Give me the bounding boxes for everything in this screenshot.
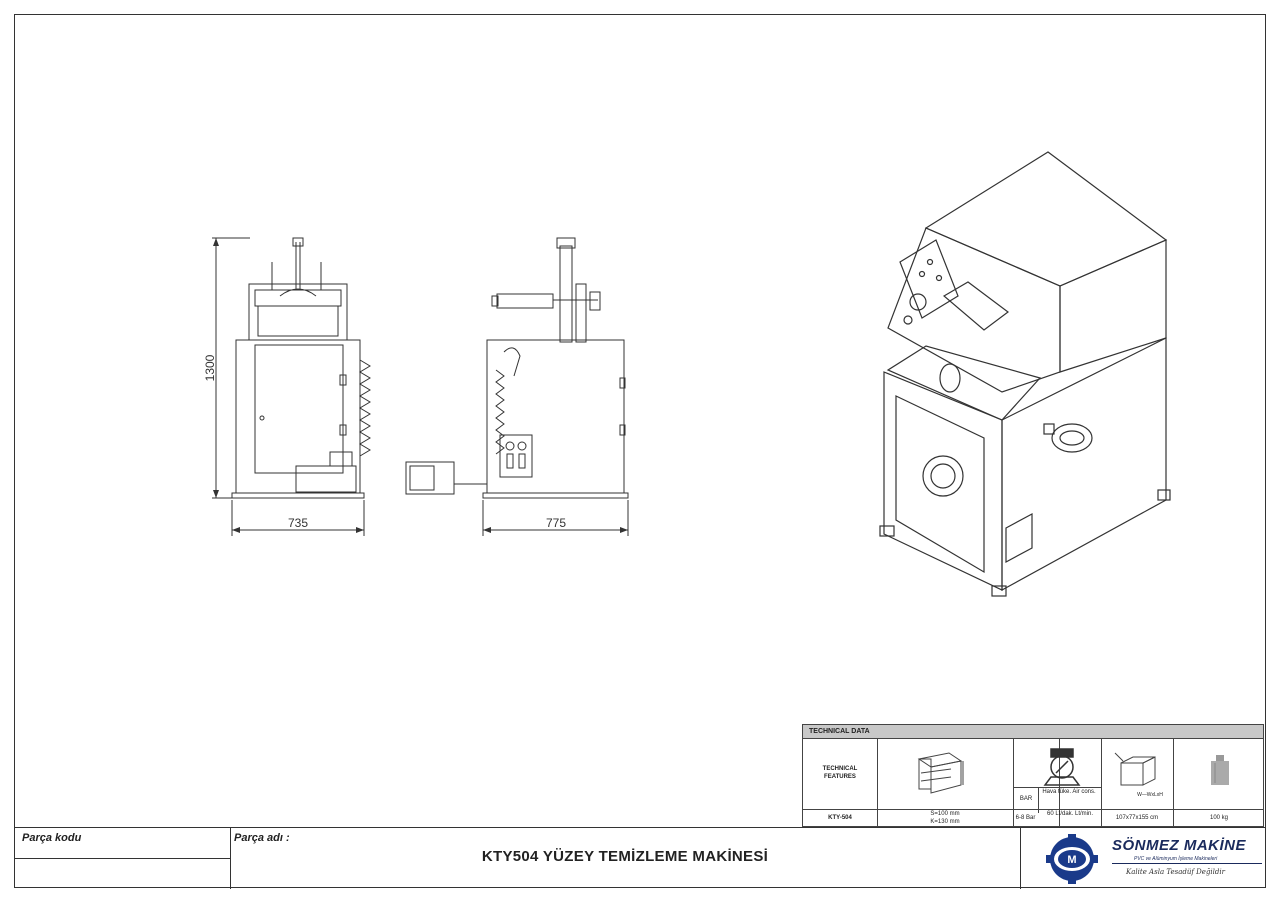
weight-icon [1211, 755, 1229, 785]
tech-data-header: TECHNICAL DATA [803, 725, 1263, 739]
stroke-icon [917, 752, 964, 794]
dim-side-width-label: 775 [546, 516, 566, 530]
drawing-sheet [14, 14, 1266, 888]
weight-value: 100 kg [1209, 815, 1228, 821]
dims-label: W—WxLxH [1137, 792, 1163, 798]
part-name: KTY504 YÜZEY TEMİZLEME MAKİNESİ [481, 848, 769, 865]
company-motto: Kalite Asla Tesadüf Değildir [1126, 868, 1225, 876]
k-value: K=130 mm [930, 819, 960, 825]
company-subtitle: PVC ve Alüminyum İşleme Makineleri [1134, 856, 1218, 862]
technical-data-table: TECHNICAL DATA TECHNICAL FEATURES BAR Ha… [802, 724, 1264, 827]
dimensions-icon [1114, 752, 1156, 786]
company-name: SÖNMEZ MAKİNE [1112, 837, 1246, 854]
bar-label: BAR [1019, 796, 1033, 802]
title-block: Parça kodu Parça adı : KTY504 YÜZEY TEMİ… [14, 827, 1266, 889]
air-value: 60 Lt/dak. Lt/min. [1046, 811, 1094, 817]
pressure-gauge-icon [1043, 748, 1081, 786]
tech-row-label: TECHNICAL FEATURES [822, 766, 858, 780]
dimensions-value: 107x77x155 cm [1115, 815, 1159, 821]
part-name-label: Parça adı : [234, 832, 290, 844]
svg-text:M: M [1067, 854, 1076, 866]
dim-front-width-label: 735 [288, 516, 308, 530]
front-view [212, 237, 371, 536]
dim-height-label: 1300 [203, 354, 217, 381]
air-cons-label: Hava tüke. Air cons. [1042, 789, 1096, 795]
company-logo-icon: M [1046, 834, 1098, 884]
isometric-view [879, 151, 1171, 597]
side-view [405, 237, 629, 536]
stroke-value: S=100 mm [930, 811, 960, 817]
part-code-label: Parça kodu [22, 832, 82, 844]
model-value: KTY-504 [828, 815, 852, 821]
pressure-value: 6-8 Bar [1015, 815, 1036, 821]
